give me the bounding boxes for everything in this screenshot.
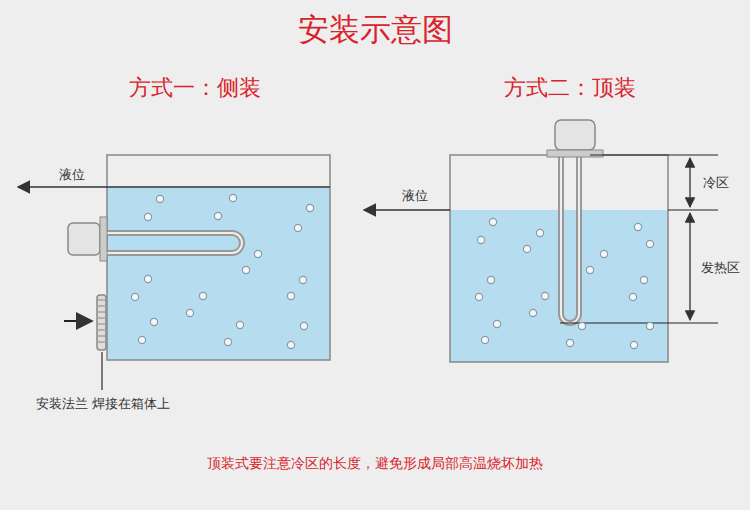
heating-zone-label: 发热区 <box>701 260 740 276</box>
bubble <box>214 212 221 219</box>
flange-rib <box>98 324 105 325</box>
bubble <box>156 195 163 202</box>
bubble <box>481 336 488 343</box>
flange-rib <box>98 300 105 301</box>
flange-note: 安装法兰 焊接在箱体上 <box>36 396 170 412</box>
bubble <box>242 266 249 273</box>
bubble <box>646 240 653 247</box>
mounting-flange <box>64 295 106 390</box>
side-heater <box>68 217 242 261</box>
bubble <box>541 292 548 299</box>
bubble <box>523 245 530 252</box>
bubble <box>529 309 536 316</box>
zone-dimension <box>560 155 718 323</box>
bubble <box>150 318 157 325</box>
bubble <box>138 336 145 343</box>
bubble <box>536 229 543 236</box>
bubble <box>199 292 206 299</box>
bubble <box>144 213 151 220</box>
bubbles <box>131 194 653 348</box>
top-tank <box>364 155 668 362</box>
liquid-level-label: 液位 <box>59 167 85 183</box>
bubble <box>236 321 243 328</box>
bubble <box>640 276 647 283</box>
caption-note: 顶装式要注意冷区的长度，避免形成局部高温烧坏加热 <box>207 455 543 472</box>
bubble <box>600 250 607 257</box>
bubble <box>254 250 261 257</box>
bubble <box>224 338 231 345</box>
bubble <box>489 218 496 225</box>
bubble <box>300 322 307 329</box>
flange-rib <box>98 318 105 319</box>
bubble <box>299 276 306 283</box>
bubble <box>646 322 653 329</box>
method-heading: 方式一：侧装 <box>129 75 261 101</box>
bubble <box>287 341 294 348</box>
top-heater <box>547 120 603 323</box>
bubble <box>144 275 151 282</box>
bubble <box>186 309 193 316</box>
bubble <box>294 224 301 231</box>
flange-rib <box>98 312 105 313</box>
flange-rib <box>98 330 105 331</box>
liquid-level-label: 液位 <box>402 188 428 204</box>
flange-rib <box>98 306 105 307</box>
method-heading: 方式二：顶装 <box>504 75 636 101</box>
side-tank <box>18 155 330 360</box>
cold-zone-label: 冷区 <box>703 175 729 191</box>
title: 安装示意图 <box>298 11 453 48</box>
bubble <box>287 292 294 299</box>
bubble <box>634 223 641 230</box>
bubble <box>477 236 484 243</box>
bubble <box>475 293 482 300</box>
bubble <box>630 341 637 348</box>
bubble <box>629 293 636 300</box>
bubble <box>586 266 593 273</box>
flange-rib <box>98 342 105 343</box>
bubble <box>131 293 138 300</box>
flange-rib <box>98 336 105 337</box>
bubble <box>566 339 573 346</box>
bubble <box>487 276 494 283</box>
bubble <box>493 320 500 327</box>
bubble <box>229 194 236 201</box>
bubble <box>306 204 313 211</box>
bubble <box>578 322 585 329</box>
